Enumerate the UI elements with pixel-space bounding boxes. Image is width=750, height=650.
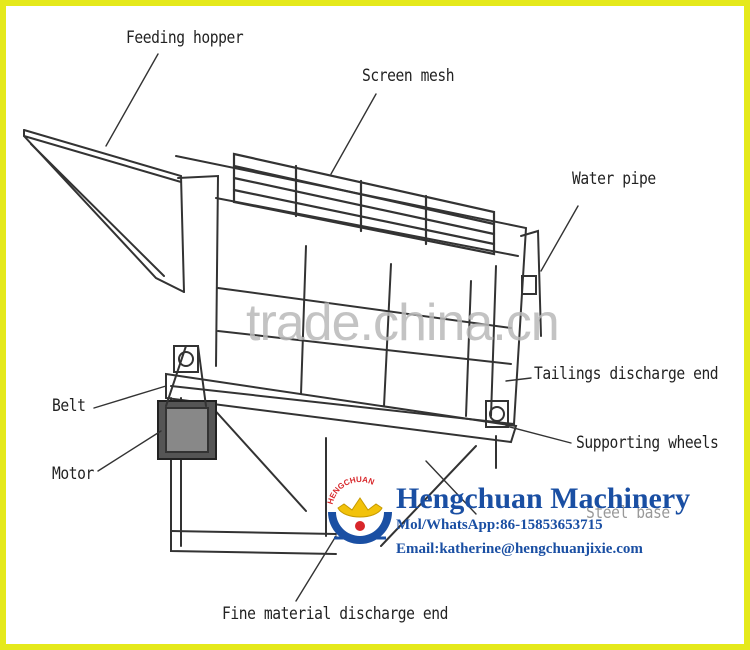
label-water-pipe: Water pipe xyxy=(572,169,656,189)
leader-lines xyxy=(93,53,579,602)
motor-shape xyxy=(157,345,217,460)
water-pipe-shape xyxy=(520,229,542,337)
logo-arc-text: HENGCHUAN xyxy=(326,475,376,505)
trommel-drawing xyxy=(23,53,579,602)
watermark-text: trade.china.cn xyxy=(246,294,560,352)
screen-mesh-shape xyxy=(232,152,496,256)
feeding-hopper-shape xyxy=(23,129,185,293)
brand-name: Hengchuan Machinery xyxy=(396,482,691,515)
label-fine-material-discharge-end: Fine material discharge end xyxy=(222,604,449,624)
label-steel-base: Steel base xyxy=(586,503,670,523)
label-screen-mesh: Screen mesh xyxy=(362,66,455,86)
label-supporting-wheels: Supporting wheels xyxy=(576,433,719,453)
hengchuan-logo: HENGCHUAN xyxy=(326,475,392,544)
label-tailings-discharge-end: Tailings discharge end xyxy=(534,364,719,384)
supporting-wheels-shape xyxy=(173,345,509,428)
drum-body xyxy=(170,155,528,426)
brand-email: Email:katherine@hengchuanjixie.com xyxy=(396,541,643,557)
label-belt: Belt xyxy=(52,396,86,416)
label-motor: Motor xyxy=(52,464,94,484)
label-feeding-hopper: Feeding hopper xyxy=(126,28,244,48)
svg-text:HENGCHUAN: HENGCHUAN xyxy=(326,475,376,505)
brand-phone: Mol/WhatsApp:86-15853653715 xyxy=(396,517,603,533)
